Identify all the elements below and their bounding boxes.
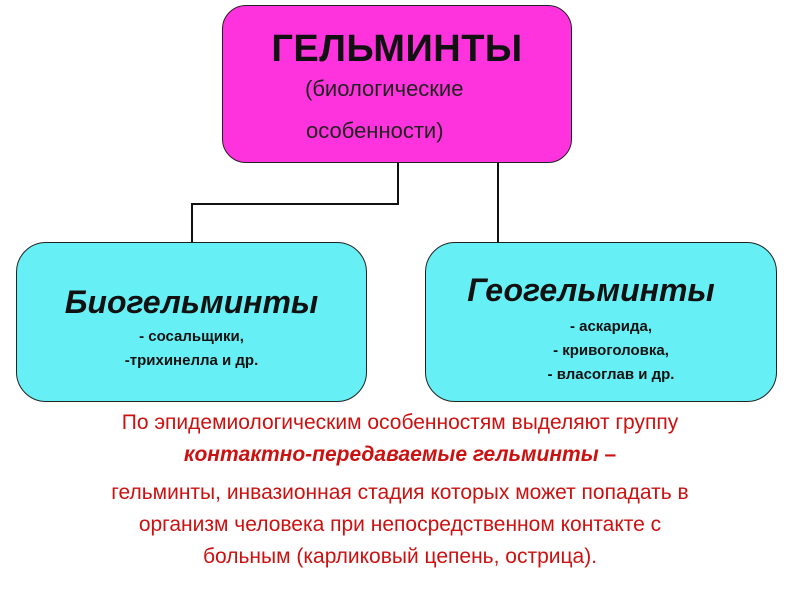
child-node-geohelminths: Геогельминты - аскарида, - кривоголовка,… [425,242,777,402]
root-node-subtitle-line2: особенности) [306,118,444,143]
connector-left-vertical [191,203,193,243]
child-node-items: - аскарида, - кривоголовка, - власоглав … [446,315,776,387]
connector-root-to-right-vertical [497,163,499,243]
child-node-title: Геогельминты [467,272,715,308]
root-node-title: ГЕЛЬМИНТЫ [271,28,523,70]
connector-root-to-left-vertical-top [397,163,399,205]
root-node-subtitle-line1: (биологические [305,76,464,101]
note-line-5: больным (карликовый цепень, острица). [202,545,598,568]
note-dash: – [598,443,617,466]
note-emphasis: контактно-передаваемые гельминты [183,443,599,466]
list-item: - сосальщики, [139,328,244,345]
note-line-2: контактно-передаваемые гельминты – [0,443,800,467]
note-line-1: По эпидемиологическим особенностям выдел… [121,411,679,434]
child-node-title: Биогельминты [64,284,319,320]
list-item: - кривоголовка, [553,342,669,359]
child-node-items: - сосальщики, -трихинелла и др. [17,325,366,373]
list-item: - аскарида, [569,318,653,335]
list-item: -трихинелла и др. [124,352,259,369]
root-node-helminths: ГЕЛЬМИНТЫ (биологические особенности) [222,5,572,163]
child-node-biohelminths: Биогельминты - сосальщики, -трихинелла и… [16,242,367,402]
connector-horizontal [191,203,399,205]
note-line-4: организм человека при непосредственном к… [138,513,662,536]
list-item: - власоглав и др. [547,366,675,383]
note-line-3: гельминты, инвазионная стадия которых мо… [111,481,689,504]
